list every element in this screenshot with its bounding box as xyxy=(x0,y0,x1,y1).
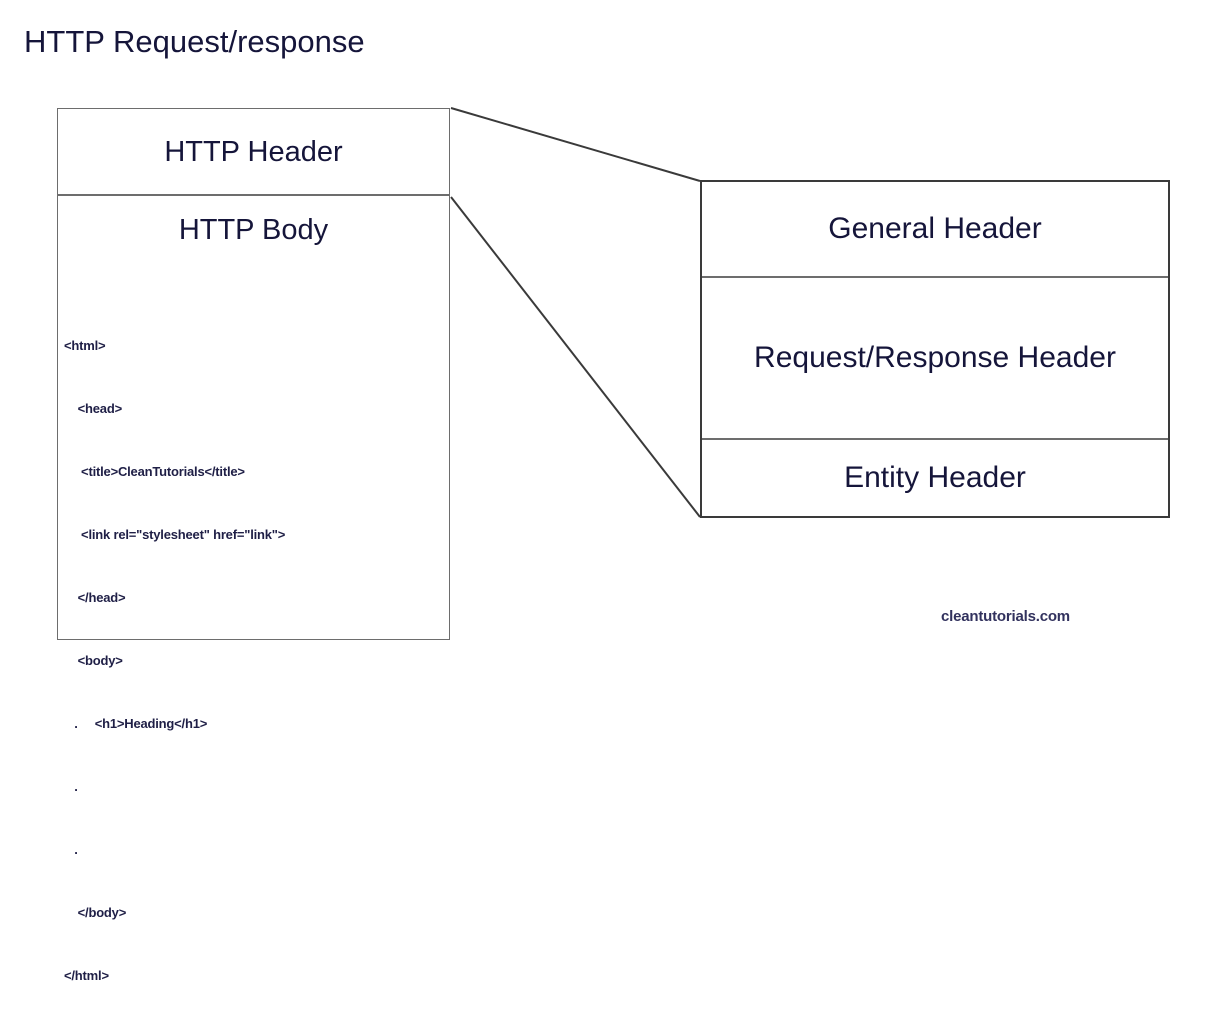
connector-line-top xyxy=(450,107,701,182)
code-line: . xyxy=(64,842,78,857)
code-line: <html> xyxy=(64,338,106,353)
header-row-label: Entity Header xyxy=(844,461,1026,494)
watermark-text: cleantutorials.com xyxy=(941,608,1070,625)
code-line: <body> xyxy=(64,653,123,668)
code-line: . xyxy=(64,779,78,794)
code-line: <head> xyxy=(64,401,123,416)
header-row-request-response: Request/Response Header xyxy=(702,278,1168,440)
http-body-section: HTTP Body <html> <head> <title>CleanTuto… xyxy=(58,196,449,983)
http-message-box: HTTP Header HTTP Body <html> <head> <tit… xyxy=(57,108,450,983)
code-line: </html> xyxy=(64,968,109,983)
code-line: </head> xyxy=(64,590,126,605)
html-code-listing: <html> <head> <title>CleanTutorials</tit… xyxy=(64,293,285,1028)
code-line: <link rel="stylesheet" href="link"> xyxy=(64,527,286,542)
header-row-label: General Header xyxy=(828,212,1042,245)
http-header-section: HTTP Header xyxy=(58,109,449,196)
http-header-categories-box: General Header Request/Response Header E… xyxy=(700,180,1170,518)
http-request-response-diagram: HTTP Request/response HTTP Header HTTP B… xyxy=(24,24,1170,983)
http-body-label: HTTP Body xyxy=(178,214,329,246)
code-line: </body> xyxy=(64,905,127,920)
code-line: <title>CleanTutorials</title> xyxy=(64,464,245,479)
code-line: . <h1>Heading</h1> xyxy=(64,716,208,731)
header-row-entity: Entity Header xyxy=(702,440,1168,516)
header-row-general: General Header xyxy=(702,182,1168,278)
connector-line-bottom xyxy=(450,196,701,518)
header-row-label: Request/Response Header xyxy=(754,341,1116,374)
http-header-label: HTTP Header xyxy=(164,135,343,168)
page-title: HTTP Request/response xyxy=(24,24,365,59)
